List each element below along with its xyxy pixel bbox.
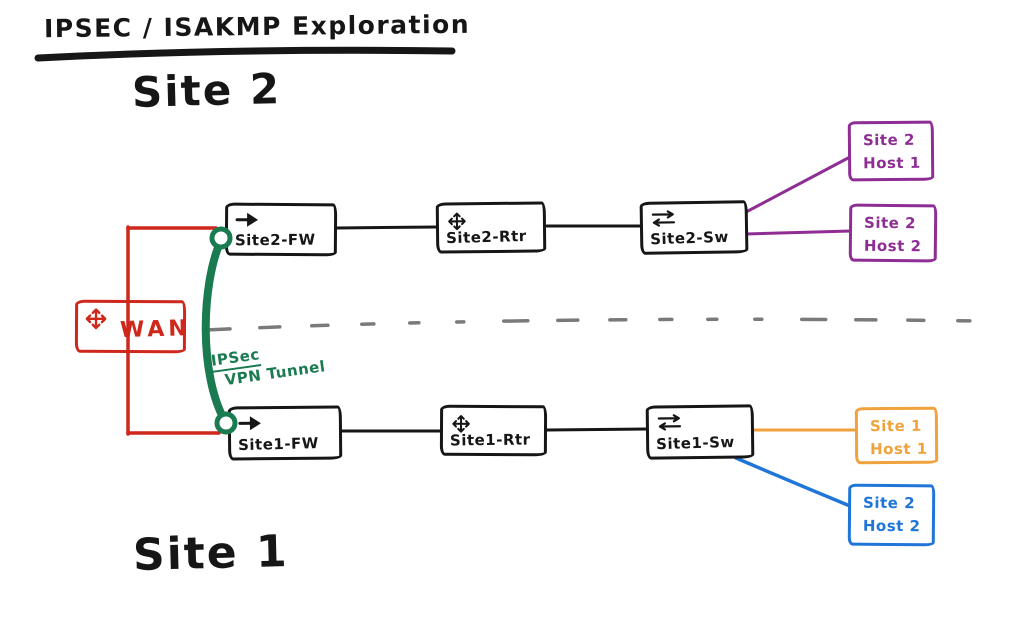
site1-sw-host2-link <box>734 456 852 508</box>
site1-rtr-sw-link <box>545 427 650 432</box>
site2-sw-host1-link <box>744 155 852 214</box>
site1-sw-node: Site1-Sw <box>645 404 755 460</box>
site2-host2-line1: Site 2 <box>864 213 917 233</box>
site-boundary-dashed-line <box>204 317 978 332</box>
site1-host1-node: Site 1 Host 1 <box>854 406 939 465</box>
firewall-arrow-icon <box>235 212 259 227</box>
four-way-arrows-icon <box>85 308 107 330</box>
site1-host2-line2: Host 2 <box>862 516 921 535</box>
site1-host2-line1: Site 2 <box>863 493 916 513</box>
four-way-arrows-icon <box>448 212 466 231</box>
site1-rtr-node: Site1-Rtr <box>439 404 548 457</box>
site2-host2-line2: Host 2 <box>863 236 922 255</box>
site2-heading: Site 2 <box>131 64 282 117</box>
site2-host1-node: Site 2 Host 1 <box>847 120 935 182</box>
site2-fw-rtr-link <box>335 225 439 230</box>
page-title: IPSEC / ISAKMP Exploration <box>43 9 471 44</box>
site1-host2-node: Site 2 Host 2 <box>847 483 936 547</box>
site1-fw-label: Site1-FW <box>237 434 320 455</box>
site1-fw-node: Site1-FW <box>227 405 343 461</box>
site1-host1-line2: Host 1 <box>870 439 928 458</box>
site2-sw-host2-link <box>744 229 853 236</box>
site1-heading: Site 1 <box>132 525 290 582</box>
bidirectional-arrows-icon <box>651 210 676 227</box>
four-way-arrows-icon <box>452 415 470 433</box>
site2-sw-node: Site2-Sw <box>639 200 749 255</box>
site1-rtr-label: Site1-Rtr <box>449 430 531 450</box>
site2-rtr-node: Site2-Rtr <box>435 201 547 254</box>
wan-label: WAN <box>119 316 192 344</box>
site2-sw-label: Site2-Sw <box>649 227 730 249</box>
site2-rtr-label: Site2-Rtr <box>445 226 527 248</box>
vpn-tunnel-label: IPSec VPN Tunnel <box>209 336 326 390</box>
title-underline <box>34 46 456 62</box>
bidirectional-arrows-icon <box>657 414 682 431</box>
site2-fw-node: Site2-FW <box>224 202 338 257</box>
site1-sw-label: Site1-Sw <box>655 432 736 454</box>
site2-host1-line2: Host 1 <box>863 153 921 172</box>
site2-host1-line1: Site 2 <box>862 130 915 150</box>
firewall-arrow-icon <box>238 416 261 431</box>
site2-host2-node: Site 2 Host 2 <box>848 203 938 263</box>
wan-node: WAN <box>74 299 191 354</box>
vpn-tunnel-line <box>201 236 229 425</box>
site1-host1-line1: Site 1 <box>869 416 922 436</box>
site2-fw-label: Site2-FW <box>234 230 316 250</box>
